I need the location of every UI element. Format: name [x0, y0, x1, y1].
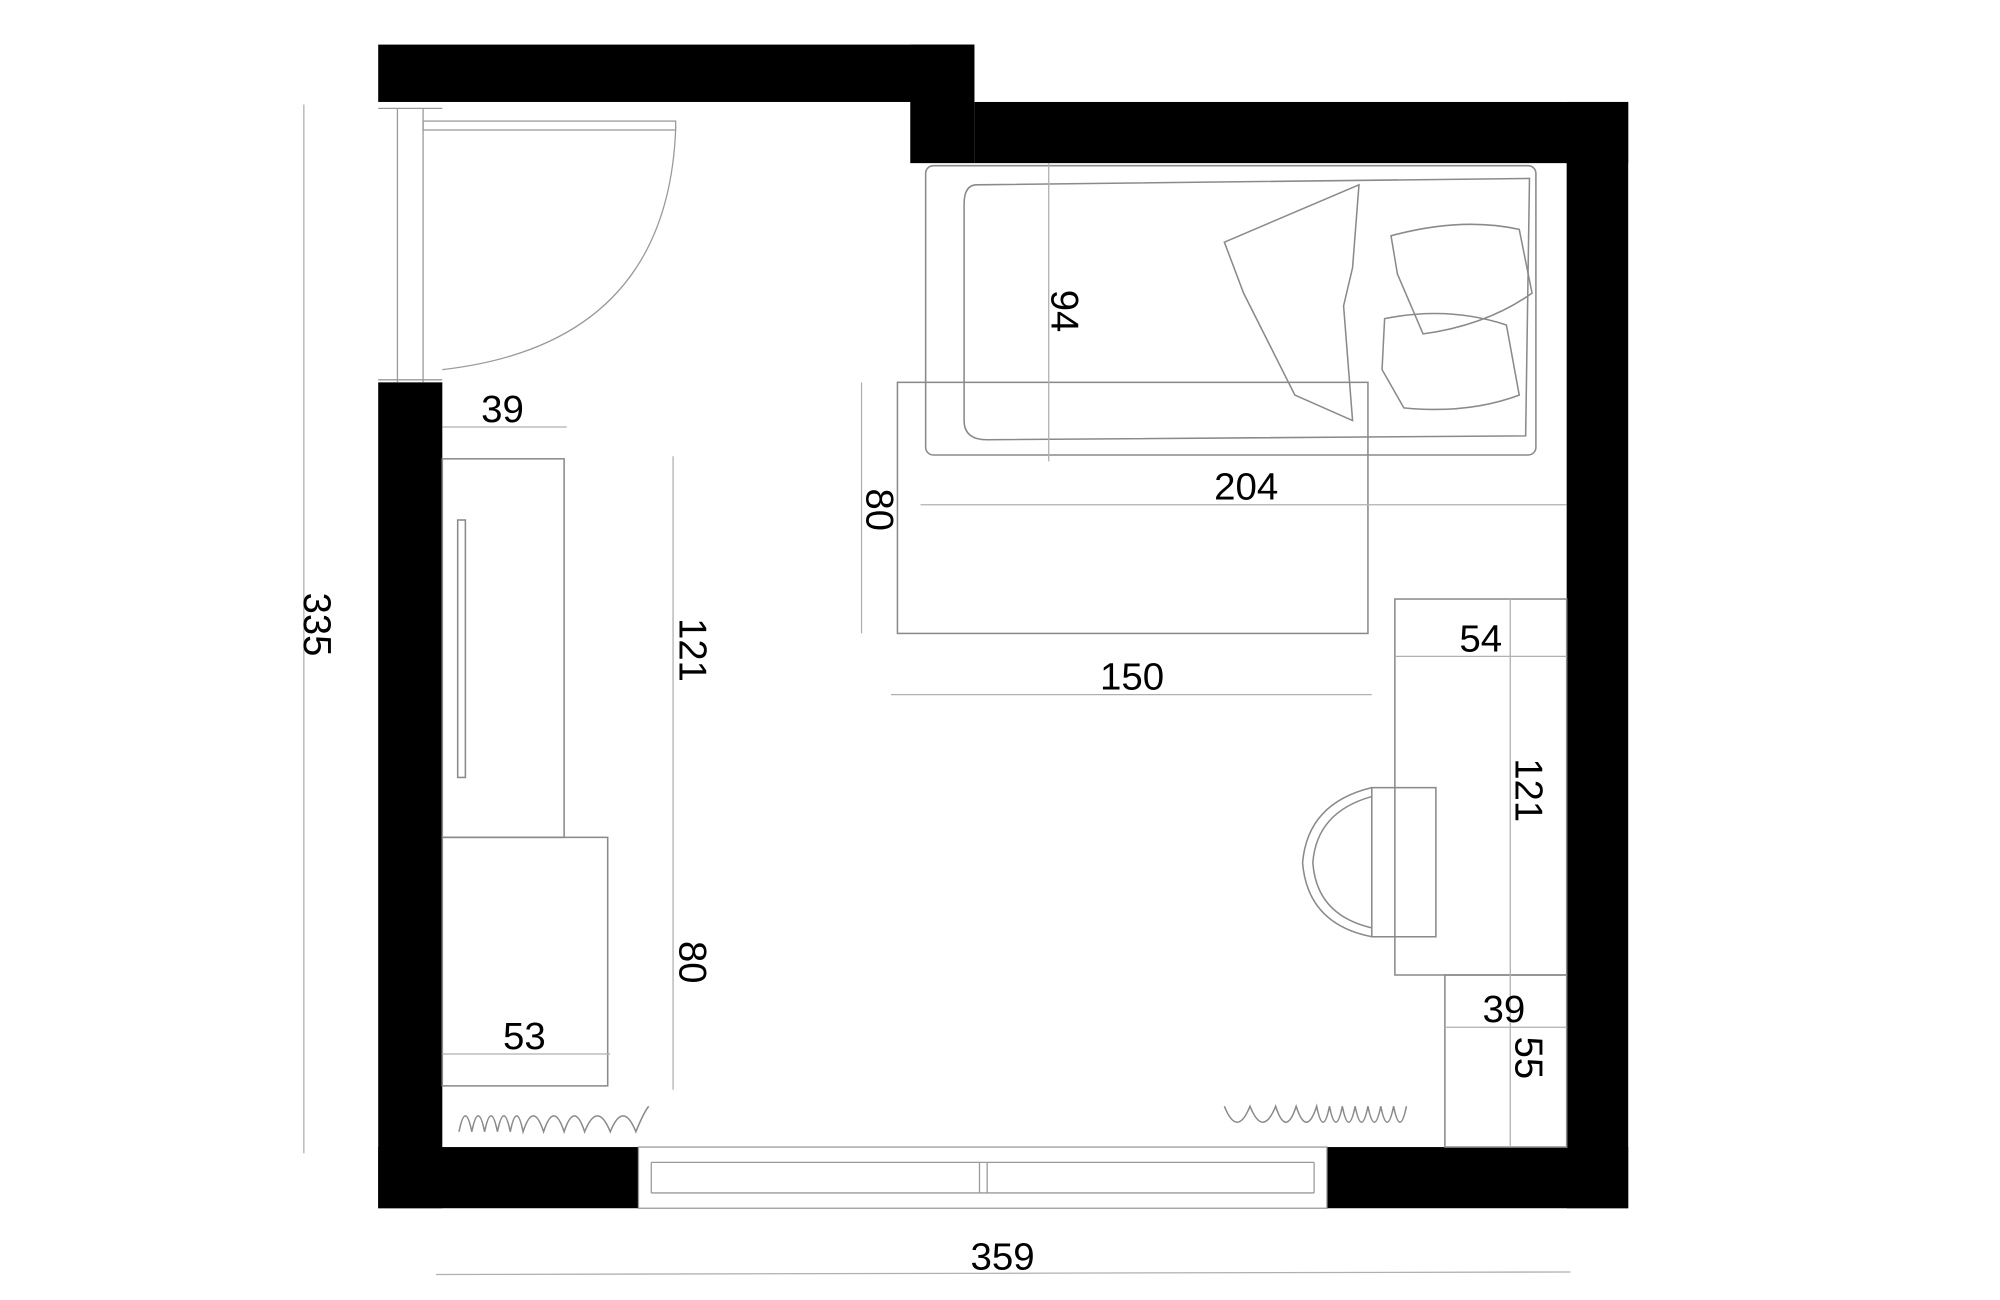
label-bed-length: 204 [1214, 466, 1278, 509]
wall-notch [910, 44, 975, 164]
dresser [441, 836, 609, 1087]
label-wardrobe-length: 121 [670, 618, 713, 682]
label-door-offset: 39 [481, 388, 524, 431]
dimension-labels: 335 359 204 94 150 80 39 121 80 53 54 12… [295, 290, 1550, 1279]
blanket [1223, 183, 1360, 422]
wall-left [378, 382, 443, 1209]
chair [1301, 786, 1372, 938]
window [637, 1146, 1328, 1209]
pillow-icon [1390, 223, 1533, 335]
label-rug-depth: 80 [858, 489, 901, 532]
walls [378, 44, 1629, 1209]
wall-bottom-left [378, 1147, 639, 1209]
wall-right [1566, 101, 1629, 1209]
pillow-icon [1381, 312, 1521, 411]
wall-top-left [378, 44, 975, 102]
dimension-lines [303, 104, 1571, 1276]
label-room-height: 335 [295, 593, 338, 657]
label-rug-width: 150 [1100, 656, 1164, 699]
label-dresser-length: 80 [670, 941, 713, 984]
label-cabinet-width: 39 [1482, 988, 1525, 1031]
label-cabinet-length: 55 [1506, 1037, 1549, 1080]
label-dresser-depth: 53 [503, 1015, 546, 1058]
wardrobe [441, 458, 565, 839]
wall-top-right [974, 101, 1629, 164]
label-bed-width: 94 [1042, 290, 1085, 333]
door [378, 107, 677, 383]
label-room-width: 359 [970, 1236, 1034, 1279]
cabinet [1444, 974, 1568, 1148]
wall-bottom-right [1326, 1147, 1629, 1209]
rug [896, 381, 1369, 635]
radiators [458, 1103, 1408, 1135]
label-desk-depth: 54 [1459, 617, 1502, 660]
bed [924, 164, 1537, 456]
label-desk-length: 121 [1506, 758, 1549, 822]
